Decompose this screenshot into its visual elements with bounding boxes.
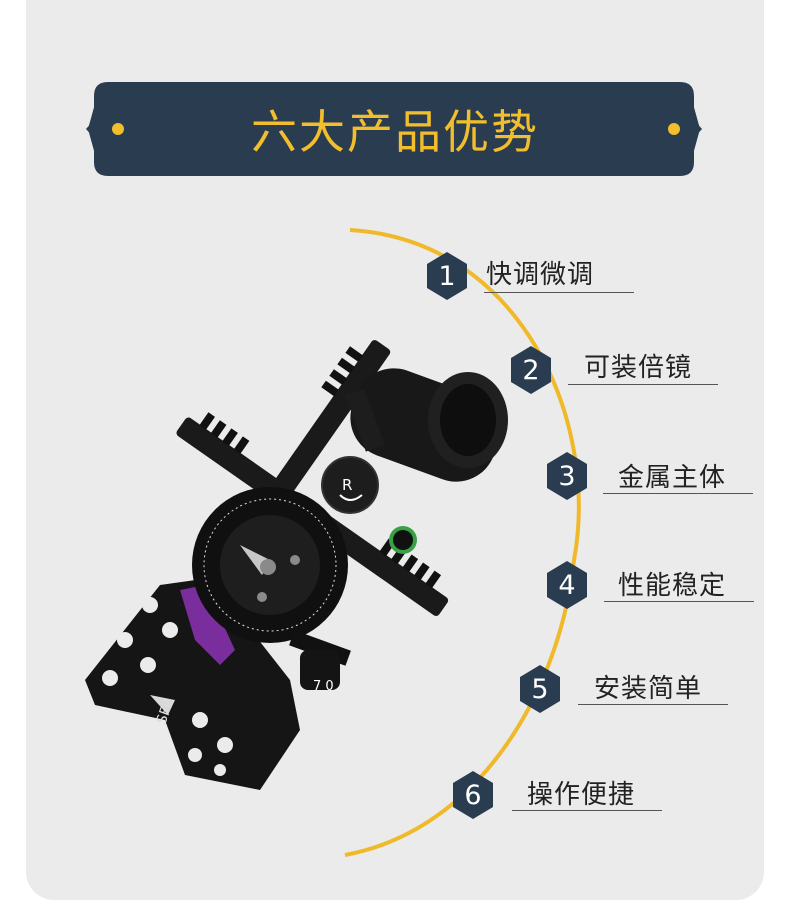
feature-underline bbox=[512, 810, 662, 811]
feature-underline bbox=[603, 493, 753, 494]
feature-underline bbox=[578, 704, 728, 705]
hexagon-badge-icon bbox=[453, 771, 493, 819]
feature-number: 3 bbox=[558, 460, 576, 492]
hexagon-badge-icon bbox=[511, 346, 551, 394]
svg-text:R: R bbox=[342, 476, 352, 494]
feature-label: 金属主体 bbox=[618, 463, 727, 493]
feature-number: 4 bbox=[558, 569, 576, 601]
feature-number: 6 bbox=[464, 779, 482, 811]
banner-dot-right bbox=[668, 123, 680, 135]
feature-label: 操作便捷 bbox=[527, 780, 636, 810]
feature-label: 快调微调 bbox=[486, 260, 595, 290]
feature-underline bbox=[484, 292, 634, 293]
feature-number: 1 bbox=[438, 260, 456, 292]
svg-text:7 0: 7 0 bbox=[313, 679, 334, 694]
feature-number: 2 bbox=[522, 354, 540, 386]
banner-title: 六大产品优势 bbox=[251, 105, 539, 159]
feature-label: 性能稳定 bbox=[618, 571, 727, 601]
feature-number: 5 bbox=[531, 673, 549, 705]
feature-label: 安装简单 bbox=[594, 674, 703, 704]
feature-underline bbox=[604, 601, 754, 602]
hexagon-badge-icon bbox=[520, 665, 560, 713]
feature-underline bbox=[568, 384, 718, 385]
hexagon-badge-icon bbox=[547, 561, 587, 609]
hexagon-badge-icon bbox=[427, 252, 467, 300]
feature-label: 可装倍镜 bbox=[584, 353, 693, 383]
hexagon-badge-icon bbox=[547, 452, 587, 500]
banner-dot-left bbox=[112, 123, 124, 135]
